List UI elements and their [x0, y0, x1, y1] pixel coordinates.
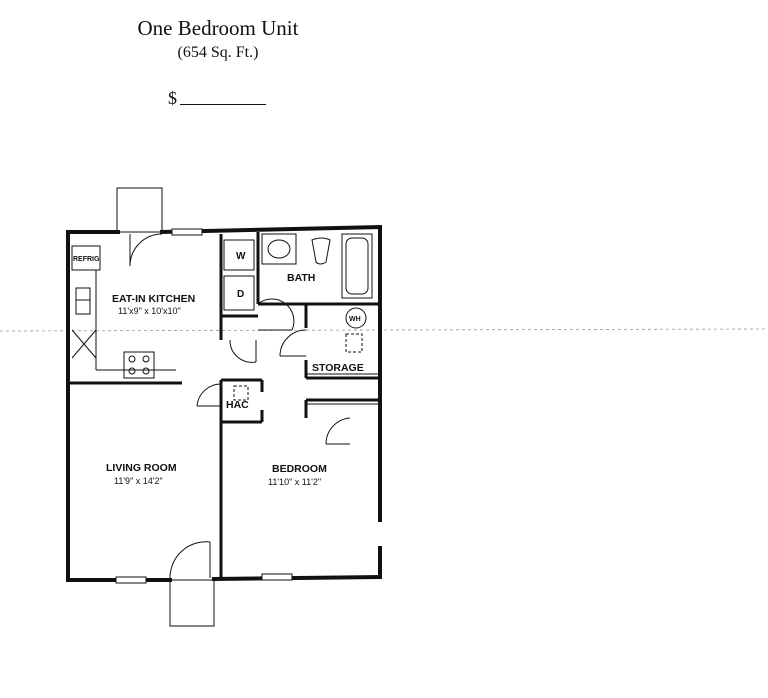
hac-name: HAC	[226, 399, 249, 411]
kitchen-fixtures	[71, 245, 176, 379]
living-room-name: LIVING ROOM	[106, 462, 177, 474]
top-entry-porch	[116, 187, 163, 267]
plan-area: (654 Sq. Ft.)	[177, 44, 259, 61]
door-swings	[196, 298, 351, 445]
storage-fixtures	[306, 307, 378, 405]
storage-name: STORAGE	[312, 362, 364, 374]
scan-line	[0, 328, 768, 332]
price-label: $	[168, 88, 177, 108]
bath-fixtures	[261, 233, 373, 299]
price-blank-line	[180, 104, 266, 105]
laundry-closet	[223, 239, 255, 311]
refrigerator-label: REFRIG	[73, 256, 100, 263]
kitchen-size: 11'x9" x 10'x10"	[118, 306, 181, 316]
exterior-walls	[66, 224, 383, 582]
bottom-entry-porch	[169, 541, 215, 627]
hac-closet	[233, 385, 249, 401]
washer-label: W	[236, 251, 246, 262]
dryer-label: D	[237, 289, 244, 300]
bath-name: BATH	[287, 272, 315, 284]
bedroom-name: BEDROOM	[272, 463, 327, 475]
bedroom-size: 11'10" x 11'2"	[268, 477, 321, 487]
windows	[115, 228, 293, 584]
water-heater-label: WH	[349, 316, 361, 323]
kitchen-name: EAT-IN KITCHEN	[112, 293, 195, 305]
living-room-size: 11'9" x 14'2"	[114, 476, 163, 486]
plan-title: One Bedroom Unit	[137, 16, 299, 40]
interior-walls	[70, 232, 380, 578]
